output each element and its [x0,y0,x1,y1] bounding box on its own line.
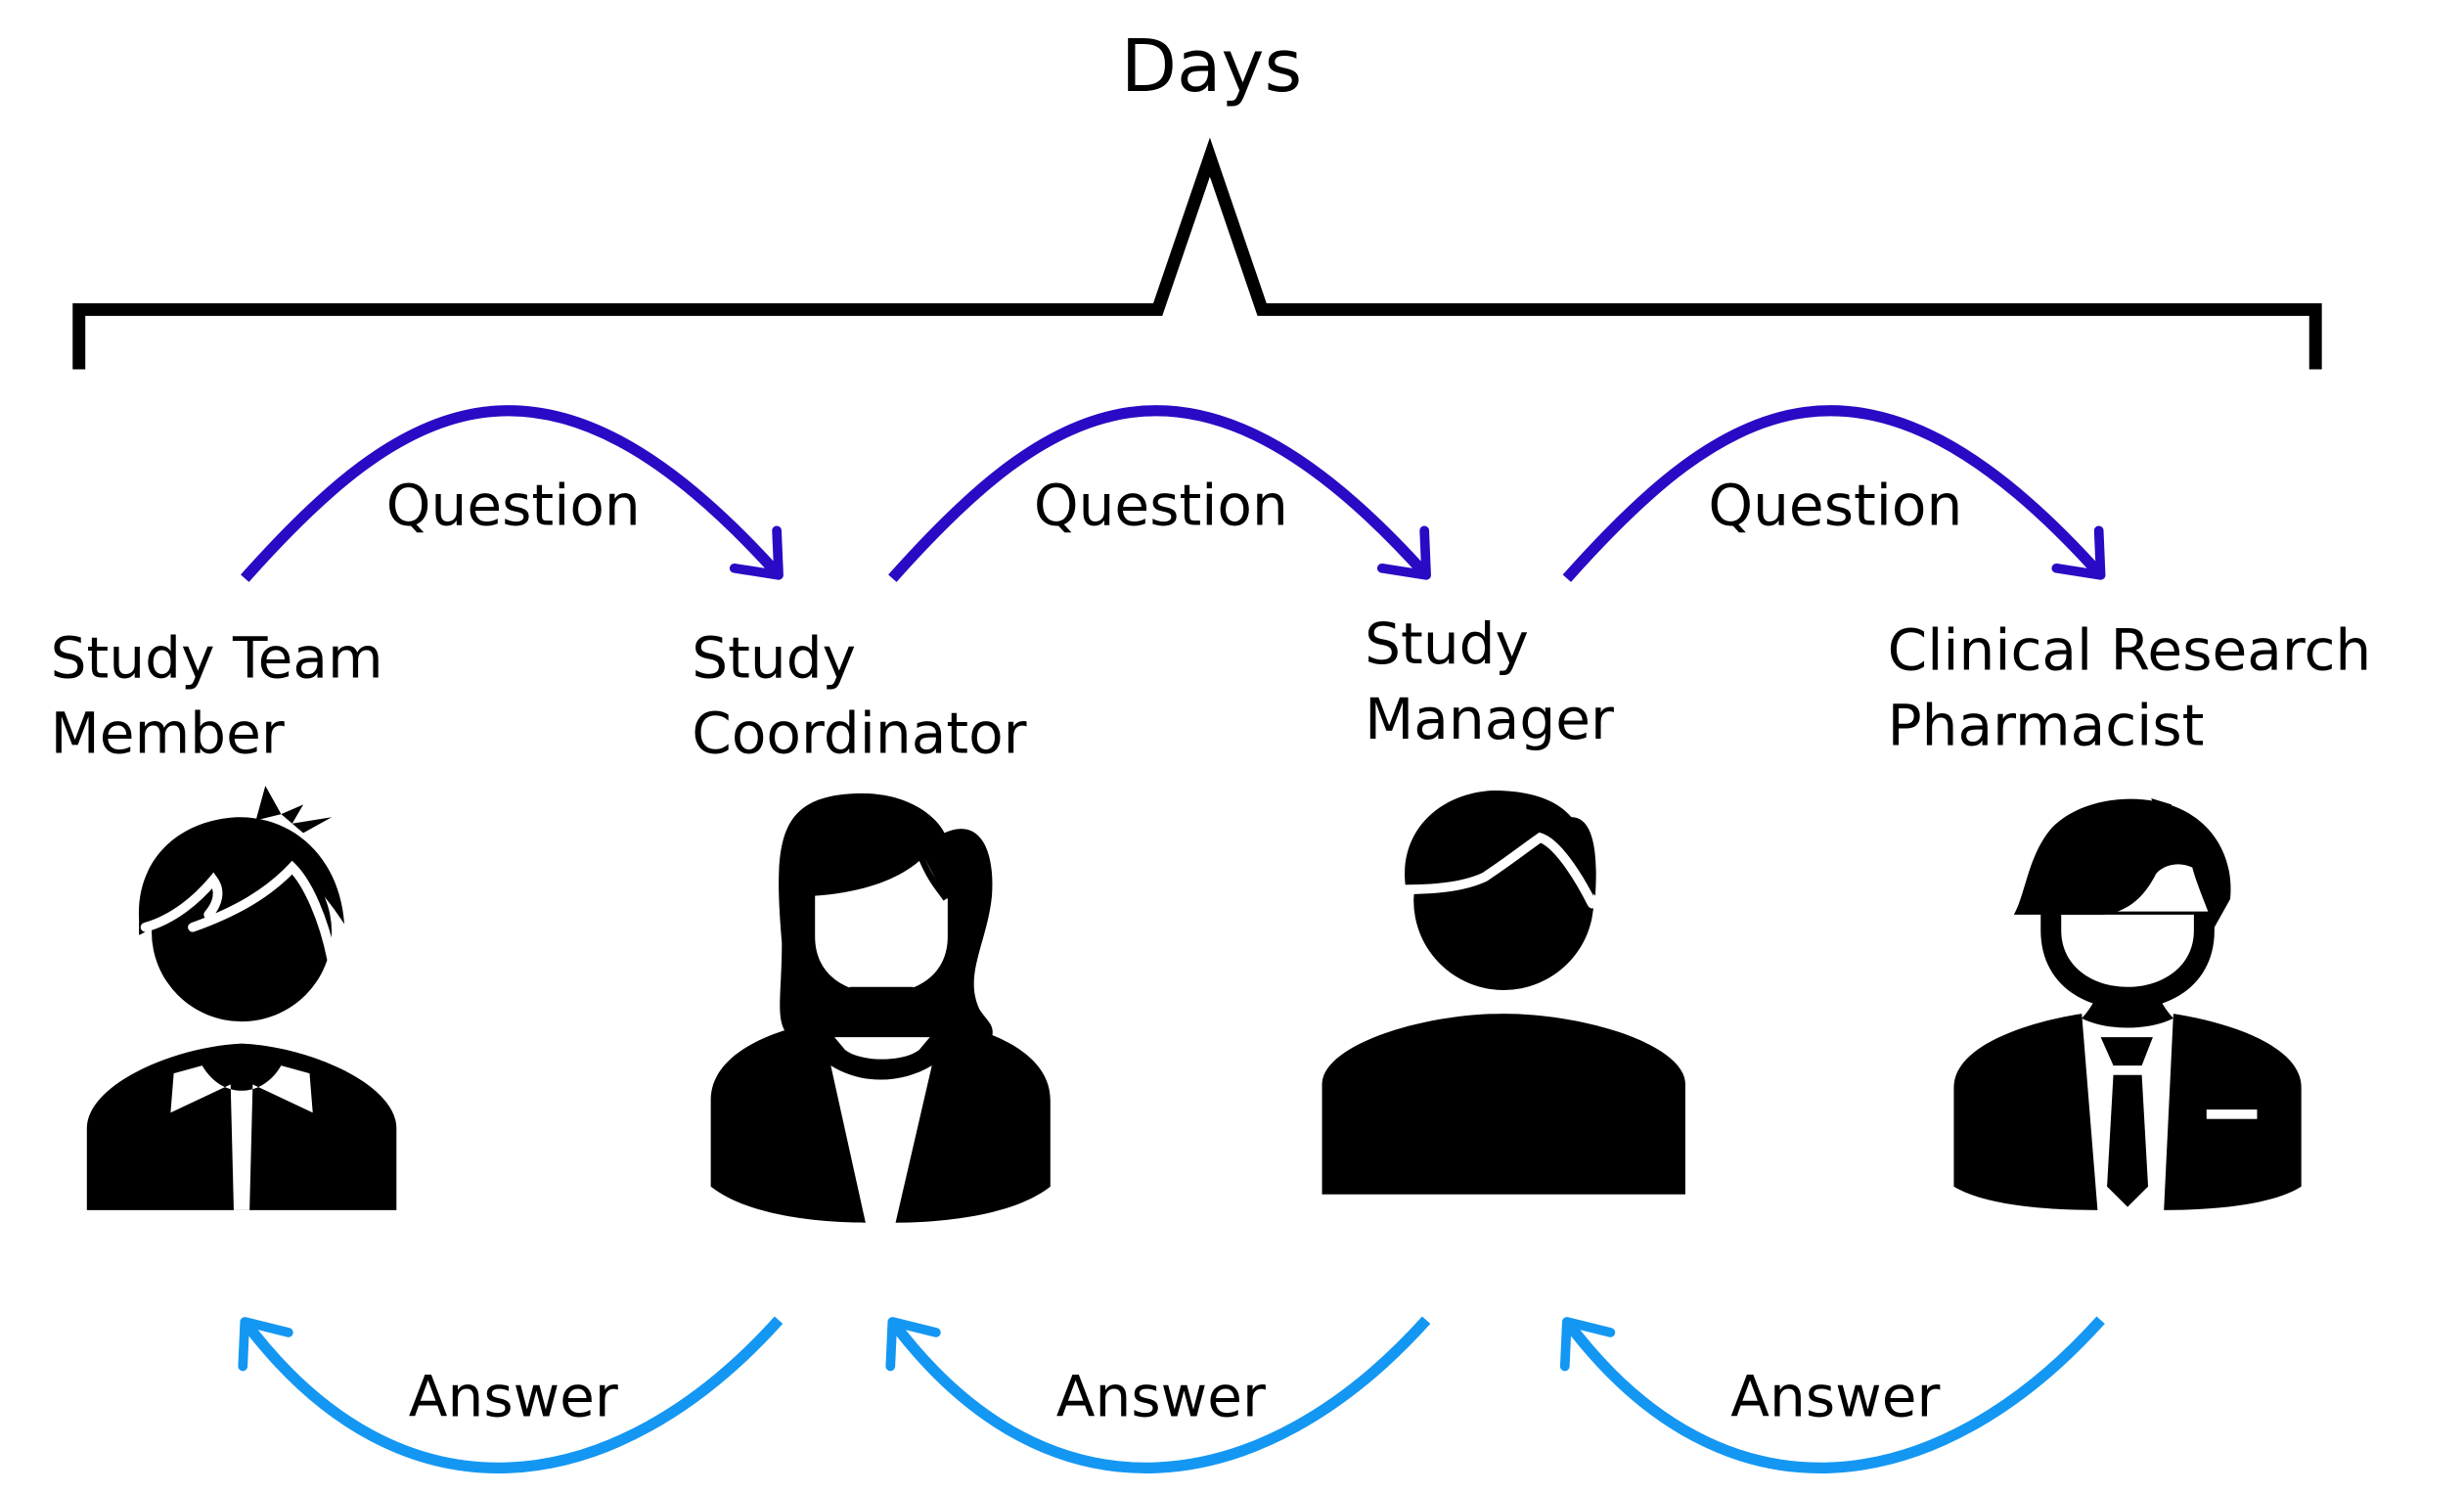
question-arrow [241,405,784,582]
person-man-tie-icon [1953,798,2302,1210]
role-labels: Study Team Member Study Coordinator Stud… [51,611,2390,766]
role-label-study-coordinator: Study Coordinator [692,624,1026,766]
answer-label: Answer [409,1363,618,1429]
role-label-study-team-member: Study Team Member [51,624,401,766]
answer-arrow [885,1316,1431,1473]
role-label-clinical-research-pharmacist: Clinical Research Pharmacist [1888,616,2390,758]
person-man-icon [1322,790,1685,1195]
role-label-study-manager: Study Manager [1365,611,1614,752]
question-label: Question [386,473,641,539]
question-label: Question [1034,473,1288,539]
answer-arrow [1559,1316,2105,1473]
question-label: Question [1708,473,1962,539]
person-woman-icon [710,792,1051,1223]
diagram-title: Days [1121,24,1302,109]
person-spiky-hair-icon [86,786,397,1210]
answer-arrows [238,1316,2105,1473]
answer-labels: Answer Answer Answer [409,1363,1941,1429]
question-arrow [888,405,1431,582]
answer-label: Answer [1730,1363,1940,1429]
question-arrows [241,405,2106,582]
question-labels: Question Question Question [386,473,1962,539]
days-brace [72,137,2322,370]
answer-label: Answer [1056,1363,1266,1429]
question-arrow [1562,405,2106,582]
answer-arrow [238,1316,784,1473]
